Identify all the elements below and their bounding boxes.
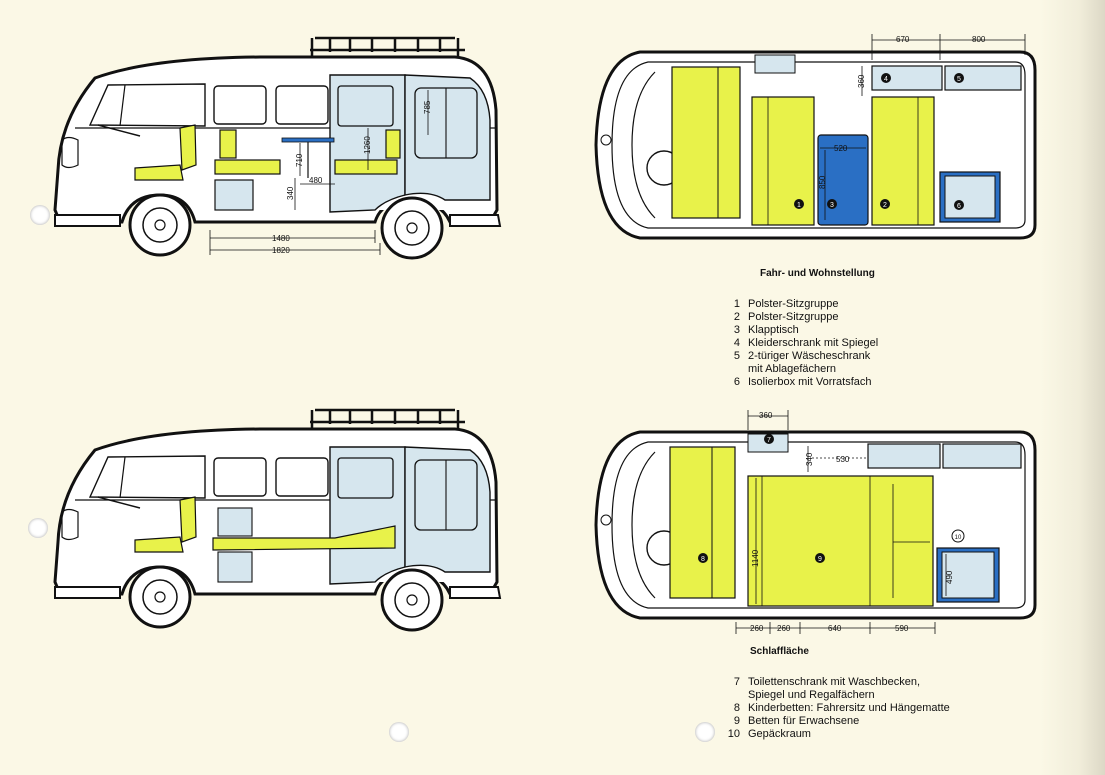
dim-520: 520 xyxy=(834,144,848,153)
caption-bottom: Schlaffläche xyxy=(750,646,809,657)
plan-view-bottom: 360 340 530 1140 490 260 260 640 590 7 8… xyxy=(594,410,1037,634)
svg-text:2: 2 xyxy=(883,202,887,209)
dim-640: 640 xyxy=(828,624,842,633)
adult-bed-area xyxy=(747,475,934,607)
dim-530: 530 xyxy=(836,455,850,464)
svg-text:1: 1 xyxy=(797,202,801,209)
dim-490: 490 xyxy=(945,570,954,584)
driver-seat-area xyxy=(671,66,741,219)
dim-360-b: 360 xyxy=(759,411,773,420)
side-view-top: 1480 1820 340 710 480 1260 785 xyxy=(53,36,502,260)
marker-1: 1 xyxy=(794,199,804,209)
side-view-bottom xyxy=(53,408,502,632)
svg-text:6: 6 xyxy=(957,203,961,210)
marker-4: 4 xyxy=(881,73,891,83)
svg-text:5: 5 xyxy=(957,76,961,83)
dim-1140: 1140 xyxy=(751,549,760,567)
dim-800: 800 xyxy=(972,35,986,44)
marker-6: 6 xyxy=(954,200,964,210)
legend-item-continued: mit Ablagefächern xyxy=(748,363,837,375)
dim-260-b: 260 xyxy=(777,624,791,633)
dim-710: 710 xyxy=(295,153,304,167)
dim-850: 850 xyxy=(818,175,827,189)
punch-hole xyxy=(389,722,409,742)
marker-3: 3 xyxy=(827,199,837,209)
punch-hole xyxy=(695,722,715,742)
plan-view-top: 670 800 360 520 850 1 2 3 4 5 6 xyxy=(594,34,1037,240)
svg-text:10: 10 xyxy=(955,535,962,541)
bed-platform xyxy=(212,525,396,551)
dim-1480: 1480 xyxy=(272,234,290,243)
dim-260-a: 260 xyxy=(750,624,764,633)
dim-590: 590 xyxy=(895,624,909,633)
dim-340: 340 xyxy=(286,186,295,200)
svg-text:4: 4 xyxy=(884,76,888,83)
marker-10: 10 xyxy=(951,529,965,543)
svg-text:8: 8 xyxy=(701,556,705,563)
seat-group-1-area xyxy=(751,96,815,226)
dim-360: 360 xyxy=(857,74,866,88)
rear-bench-seat xyxy=(214,159,281,175)
dim-785: 785 xyxy=(423,100,432,114)
dim-480: 480 xyxy=(309,176,323,185)
svg-text:9: 9 xyxy=(818,556,822,563)
punch-hole xyxy=(28,518,48,538)
marker-9: 9 xyxy=(815,553,825,563)
front-bench-seat xyxy=(334,159,398,175)
table-top xyxy=(281,137,335,143)
page-fold-shadow xyxy=(1040,0,1105,775)
dim-670: 670 xyxy=(896,35,910,44)
marker-8: 8 xyxy=(698,553,708,563)
dim-1820: 1820 xyxy=(272,246,290,255)
marker-7: 7 xyxy=(764,434,774,444)
dim-1260: 1260 xyxy=(363,136,372,154)
punch-hole xyxy=(30,205,50,225)
svg-text:7: 7 xyxy=(767,437,771,444)
marker-5: 5 xyxy=(954,73,964,83)
dim-340-b: 340 xyxy=(805,452,814,466)
child-bed-area xyxy=(669,446,736,599)
legend-item-continued: Spiegel und Regalfächern xyxy=(748,689,875,701)
svg-text:3: 3 xyxy=(830,202,834,209)
caption-top: Fahr- und Wohnstellung xyxy=(760,268,875,279)
linen-cabinet-area xyxy=(944,65,1022,91)
marker-2: 2 xyxy=(880,199,890,209)
